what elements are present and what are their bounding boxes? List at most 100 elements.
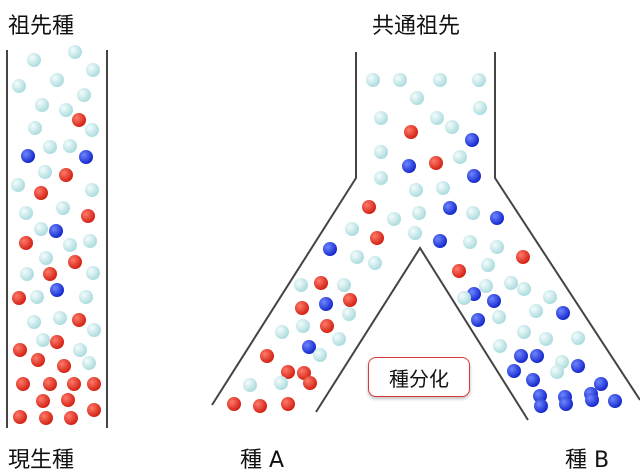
red-particle [16,377,30,391]
red-particle [260,349,274,363]
light-cyan-particle [387,212,401,226]
light-cyan-particle [332,332,346,346]
blue-particle [585,393,599,407]
red-particle [13,343,27,357]
light-cyan-particle [374,111,388,125]
red-particle [13,410,27,424]
branch-outer-right-wall [494,52,640,401]
light-cyan-particle [83,234,97,248]
light-cyan-particle [539,332,553,346]
red-particle [43,377,57,391]
light-cyan-particle [543,290,557,304]
red-particle [61,393,75,407]
red-particle [227,397,241,411]
light-cyan-particle [12,79,26,93]
light-cyan-particle [35,98,49,112]
blue-particle [526,373,540,387]
light-cyan-particle [345,222,359,236]
blue-particle [319,297,333,311]
light-cyan-particle [56,201,70,215]
light-cyan-particle [85,183,99,197]
red-particle [343,293,357,307]
light-cyan-particle [59,103,73,117]
light-cyan-particle [73,343,87,357]
red-particle [253,399,267,413]
blue-particle [608,394,622,408]
light-cyan-particle [63,139,77,153]
branch-outer-left-wall [211,52,357,406]
light-cyan-particle [20,267,34,281]
light-cyan-particle [39,251,53,265]
light-cyan-particle [86,63,100,77]
light-cyan-particle [529,304,543,318]
light-cyan-particle [86,266,100,280]
light-cyan-particle [492,310,506,324]
red-particle [39,411,53,425]
speciation-box: 種分化 [368,357,470,397]
blue-particle [594,377,608,391]
red-particle [72,113,86,127]
branch-inner-wedge [315,246,529,421]
extant-species-label: 現生種 [8,448,75,473]
light-cyan-particle [473,101,487,115]
red-particle [43,267,57,281]
red-particle [68,255,82,269]
red-particle [516,250,530,264]
light-cyan-particle [457,291,471,305]
blue-particle [571,359,585,373]
light-cyan-particle [77,88,91,102]
blue-particle [487,294,501,308]
blue-particle [50,283,64,297]
light-cyan-particle [63,238,77,252]
blue-particle [302,340,316,354]
light-cyan-particle [466,206,480,220]
light-cyan-particle [409,183,423,197]
light-cyan-particle [368,256,382,270]
red-particle [50,335,64,349]
red-particle [59,168,73,182]
light-cyan-particle [393,73,407,87]
blue-particle [21,149,35,163]
blue-particle [490,211,504,225]
light-cyan-particle [68,45,82,59]
light-cyan-particle [366,73,380,87]
light-cyan-particle [445,120,459,134]
light-cyan-particle [571,331,585,345]
light-cyan-particle [36,333,50,347]
light-cyan-particle [313,348,327,362]
light-cyan-particle [27,315,41,329]
light-cyan-particle [82,356,96,370]
light-cyan-particle [34,222,48,236]
blue-particle [433,234,447,248]
light-cyan-particle [27,53,41,67]
light-cyan-particle [11,178,25,192]
light-cyan-particle [30,290,44,304]
light-cyan-particle [28,121,42,135]
light-cyan-particle [274,376,288,390]
light-cyan-particle [430,111,444,125]
red-particle [64,411,78,425]
light-cyan-particle [296,319,310,333]
light-cyan-particle [517,325,531,339]
red-particle [452,264,466,278]
light-cyan-particle [453,150,467,164]
red-particle [281,397,295,411]
light-cyan-particle [550,365,564,379]
light-cyan-particle [19,206,33,220]
red-particle [295,301,309,315]
red-particle [362,200,376,214]
light-cyan-particle [504,276,518,290]
light-cyan-particle [517,282,531,296]
light-cyan-particle [350,250,364,264]
light-cyan-particle [481,258,495,272]
light-cyan-particle [408,226,422,240]
particles [11,45,622,425]
blue-particle [556,306,570,320]
species-a-label: 種 A [240,448,285,473]
speciation-label: 種分化 [389,366,449,391]
blue-particle [530,349,544,363]
light-cyan-particle [337,278,351,292]
red-particle [87,403,101,417]
light-cyan-particle [463,235,477,249]
branching-tube [211,52,640,421]
